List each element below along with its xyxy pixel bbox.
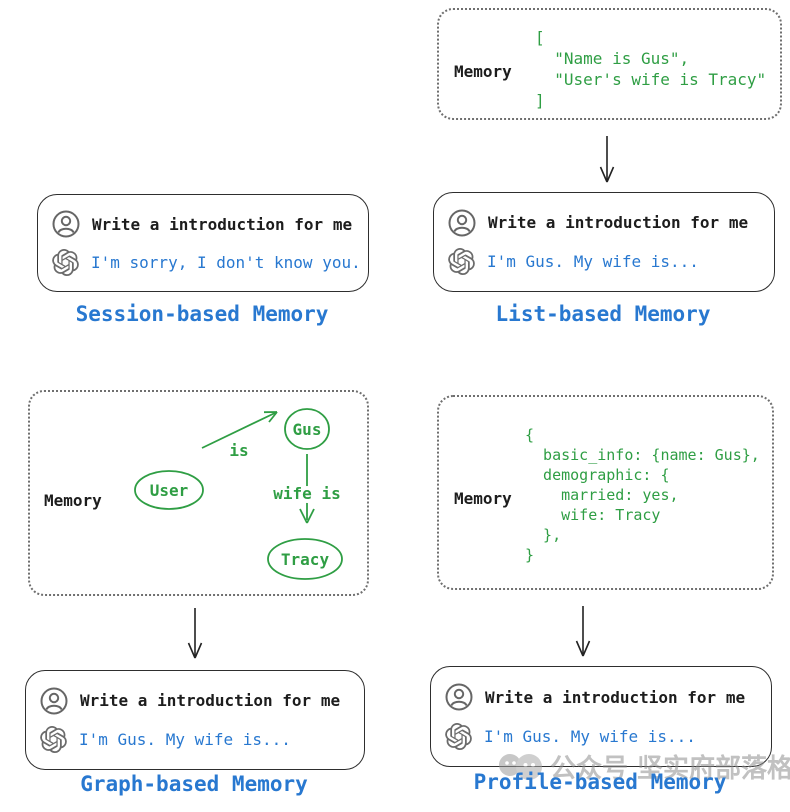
watermark-text: 公众号 坚实府部落格 — [550, 754, 790, 784]
assistant-reply-text: I'm Gus. My wife is... — [484, 727, 696, 746]
down-arrow-icon — [575, 606, 591, 657]
openai-logo-icon — [448, 248, 475, 276]
profile-memory-code: { basic_info: {name: Gus}, demographic: … — [525, 426, 760, 564]
user-avatar-icon — [40, 687, 68, 715]
watermark: 公众号 坚实府部落格 — [498, 748, 790, 785]
user-prompt-text: Write a introduction for me — [92, 214, 353, 234]
assistant-reply-text: I'm Gus. My wife is... — [487, 252, 699, 272]
profile-memory-box: Memory { basic_info: {name: Gus}, demogr… — [437, 395, 774, 590]
user-prompt-text: Write a introduction for me — [485, 687, 746, 707]
memory-label: Memory — [44, 491, 102, 510]
user-prompt-text: Write a introduction for me — [80, 691, 341, 711]
assistant-message-row: I'm Gus. My wife is... — [26, 726, 364, 754]
list-memory-box: Memory [ "Name is Gus", "User's wife is … — [437, 8, 782, 120]
graph-node-tracy — [267, 538, 343, 580]
assistant-reply-text: I'm sorry, I don't know you. — [91, 253, 361, 272]
openai-logo-icon — [40, 726, 67, 754]
graph-edge-is-label: is — [229, 441, 248, 460]
graph-chat-card: Write a introduction for me I'm Gus. My … — [25, 670, 365, 770]
memory-label: Memory — [454, 62, 512, 81]
graph-node-user-label: User — [150, 481, 189, 500]
graph-node-user — [134, 470, 204, 510]
graph-node-gus-label: Gus — [293, 420, 322, 439]
user-message-row: Write a introduction for me — [434, 209, 774, 237]
list-chat-card: Write a introduction for me I'm Gus. My … — [433, 192, 775, 292]
graph-node-gus — [284, 408, 330, 450]
knowledge-graph: User Gus Tracy is wife is — [134, 408, 345, 580]
user-message-row: Write a introduction for me — [38, 210, 368, 238]
graph-edge-wife-arrowhead — [299, 508, 315, 524]
user-message-row: Write a introduction for me — [26, 687, 364, 715]
profile-memory-title: Profile-based Memory — [473, 770, 727, 794]
assistant-message-row: I'm sorry, I don't know you. — [38, 249, 368, 276]
openai-logo-icon — [445, 723, 472, 750]
openai-logo-icon — [52, 249, 79, 276]
assistant-message-row: I'm Gus. My wife is... — [434, 248, 774, 276]
user-message-row: Write a introduction for me — [431, 683, 771, 711]
assistant-message-row: I'm Gus. My wife is... — [431, 723, 771, 750]
graph-edge-is-arrow — [201, 411, 278, 449]
graph-node-tracy-label: Tracy — [281, 550, 330, 569]
user-prompt-text: Write a introduction for me — [488, 213, 749, 233]
user-avatar-icon — [448, 209, 476, 237]
user-avatar-icon — [52, 210, 80, 238]
graph-edge-wife-label: wife is — [273, 484, 340, 503]
graph-memory-title: Graph-based Memory — [80, 772, 308, 796]
session-memory-title: Session-based Memory — [75, 302, 329, 326]
graph-edge-is-arrowhead — [263, 411, 278, 423]
down-arrow-icon — [187, 608, 203, 659]
down-arrow-icon — [599, 136, 615, 183]
list-memory-title: List-based Memory — [495, 302, 711, 326]
user-avatar-icon — [445, 683, 473, 711]
graph-memory-box: Memory User Gus Tracy is wife is — [28, 390, 369, 596]
profile-chat-card: Write a introduction for me I'm Gus. My … — [430, 666, 772, 767]
list-memory-code: [ "Name is Gus", "User's wife is Tracy" … — [535, 28, 767, 110]
wechat-official-account-icon — [499, 753, 542, 780]
session-chat-card: Write a introduction for me I'm sorry, I… — [37, 194, 369, 292]
memory-label: Memory — [454, 489, 512, 508]
assistant-reply-text: I'm Gus. My wife is... — [79, 730, 291, 750]
